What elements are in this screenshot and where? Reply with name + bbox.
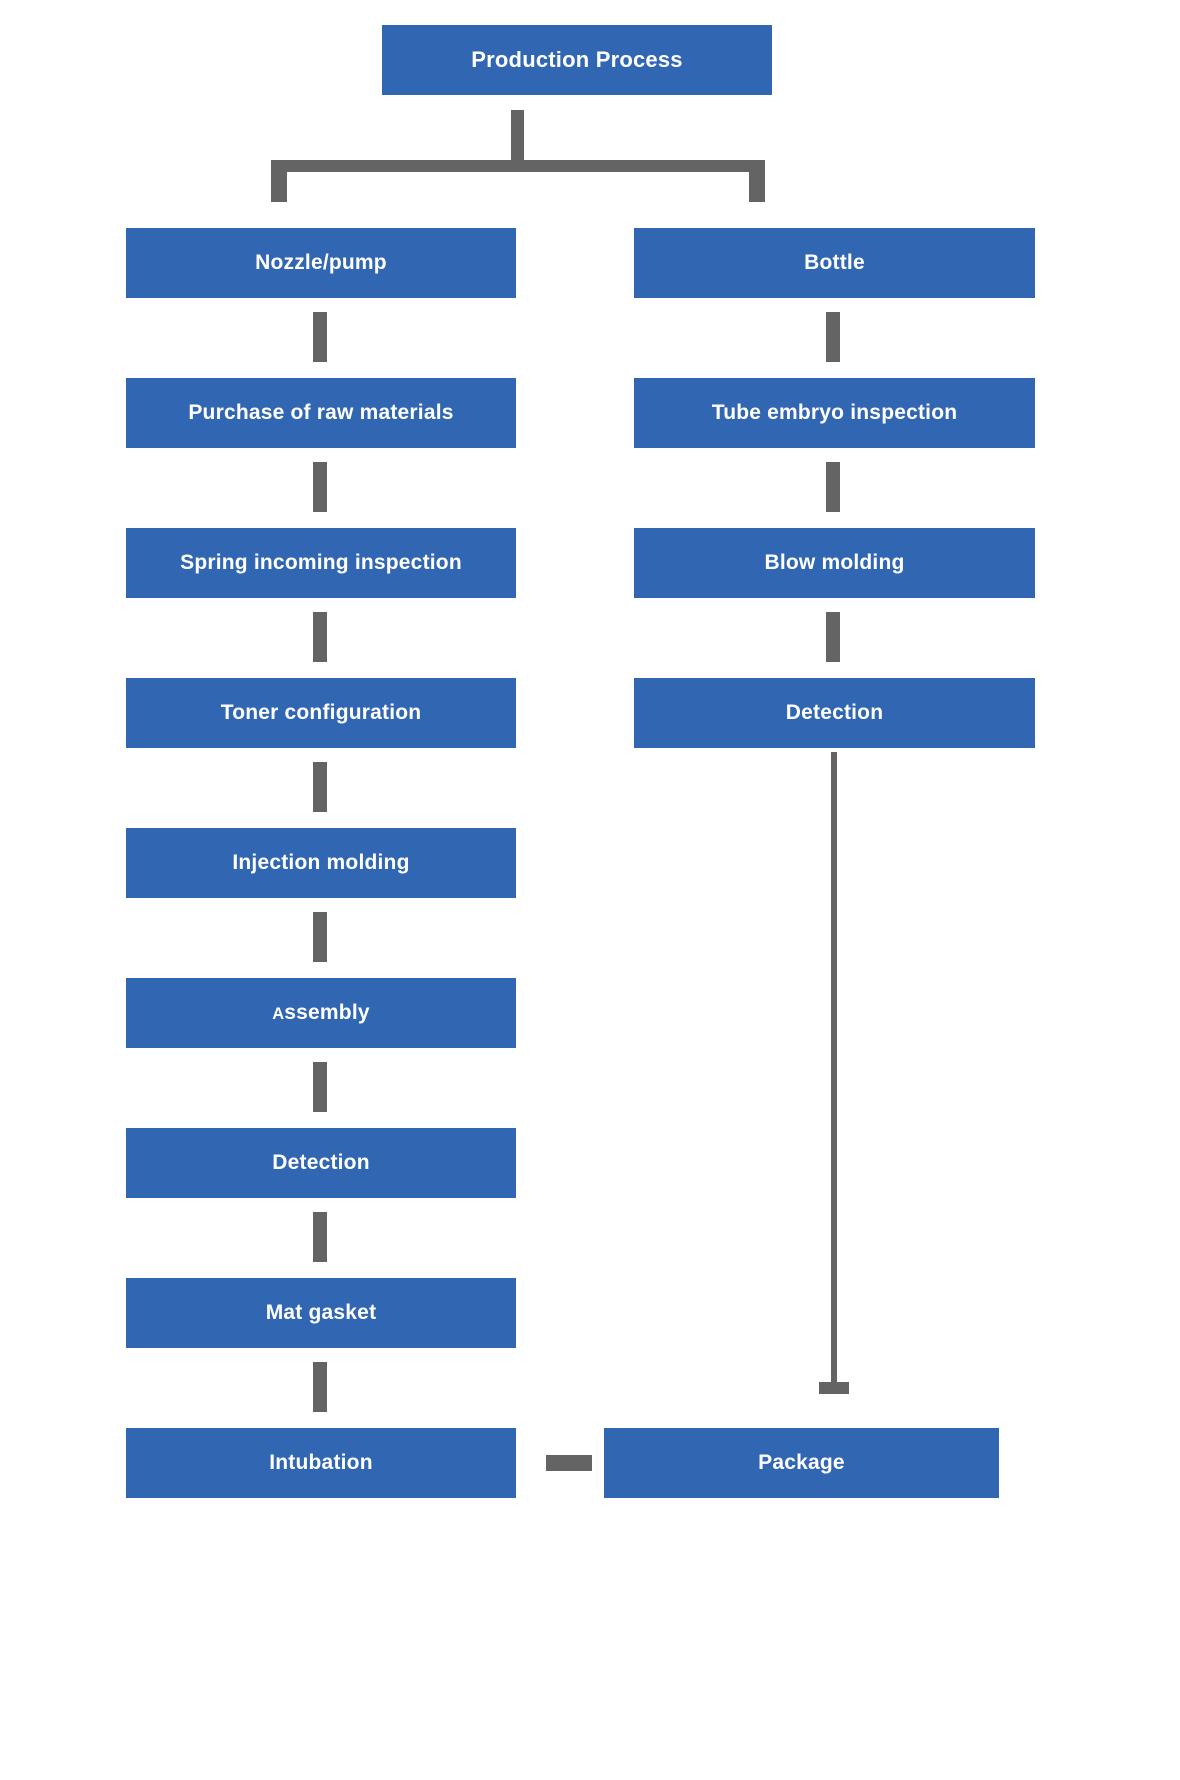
connector-right-3 bbox=[826, 612, 840, 662]
node-label: Mat gasket bbox=[265, 1300, 377, 1324]
node-detection-right[interactable]: Detection bbox=[634, 678, 1035, 748]
node-nozzle-pump[interactable]: Nozzle/pump bbox=[126, 228, 516, 298]
connector-left-6 bbox=[313, 1062, 327, 1112]
node-label: Package bbox=[758, 1450, 845, 1474]
node-tube-embryo-inspection[interactable]: Tube embryo inspection bbox=[634, 378, 1035, 448]
node-detection-left[interactable]: Detection bbox=[126, 1128, 516, 1198]
node-mat-gasket[interactable]: Mat gasket bbox=[126, 1278, 516, 1348]
node-label: Detection bbox=[785, 700, 884, 724]
connector-detection-to-package bbox=[831, 752, 837, 1382]
connector-split-right-drop bbox=[749, 160, 765, 202]
node-label: Bottle bbox=[804, 250, 865, 274]
node-toner-configuration[interactable]: Toner configuration bbox=[126, 678, 516, 748]
assembly-rest: ssembly bbox=[284, 1000, 370, 1024]
connector-intubation-to-package bbox=[546, 1455, 592, 1471]
node-label: Assembly bbox=[272, 1001, 369, 1025]
connector-left-3 bbox=[313, 612, 327, 662]
node-label: Toner configuration bbox=[220, 700, 422, 724]
node-label: Intubation bbox=[269, 1450, 373, 1474]
connector-left-2 bbox=[313, 462, 327, 512]
node-label: Detection bbox=[272, 1150, 370, 1174]
node-label: Nozzle/pump bbox=[255, 250, 387, 274]
node-label: Injection molding bbox=[232, 850, 410, 874]
node-label: Blow molding bbox=[764, 550, 905, 574]
connector-root-down bbox=[511, 110, 524, 160]
node-bottle[interactable]: Bottle bbox=[634, 228, 1035, 298]
node-package[interactable]: Package bbox=[604, 1428, 999, 1498]
node-injection-molding[interactable]: Injection molding bbox=[126, 828, 516, 898]
connector-left-5 bbox=[313, 912, 327, 962]
connector-left-4 bbox=[313, 762, 327, 812]
connector-left-8 bbox=[313, 1362, 327, 1412]
connector-right-1 bbox=[826, 312, 840, 362]
node-label: Spring incoming inspection bbox=[180, 550, 462, 574]
node-production-process[interactable]: Production Process bbox=[382, 25, 772, 95]
connector-detection-to-package-arrow bbox=[819, 1382, 849, 1394]
node-purchase-of-raw-materials[interactable]: Purchase of raw materials bbox=[126, 378, 516, 448]
connector-left-1 bbox=[313, 312, 327, 362]
node-assembly[interactable]: Assembly bbox=[126, 978, 516, 1048]
node-label: Production Process bbox=[471, 47, 683, 73]
assembly-lead-letter: A bbox=[272, 1004, 285, 1023]
connector-split-bar bbox=[271, 160, 765, 172]
connector-left-7 bbox=[313, 1212, 327, 1262]
connector-split-left-drop bbox=[271, 160, 287, 202]
node-label: Tube embryo inspection bbox=[711, 400, 958, 424]
connector-right-2 bbox=[826, 462, 840, 512]
node-blow-molding[interactable]: Blow molding bbox=[634, 528, 1035, 598]
node-intubation[interactable]: Intubation bbox=[126, 1428, 516, 1498]
node-spring-incoming-inspection[interactable]: Spring incoming inspection bbox=[126, 528, 516, 598]
node-label: Purchase of raw materials bbox=[188, 400, 454, 424]
